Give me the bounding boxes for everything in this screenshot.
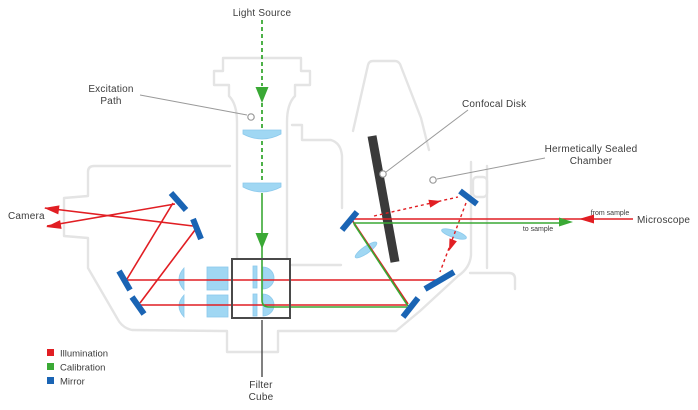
emission-filter-lower bbox=[206, 294, 229, 318]
to-sample-label: to sample bbox=[523, 226, 553, 233]
arrow-head-down-2 bbox=[255, 233, 269, 249]
mirror-camera-1 bbox=[168, 191, 189, 212]
chassis-right-port bbox=[471, 175, 489, 199]
beam-dashed-mirror-to-pinhole bbox=[439, 202, 467, 273]
excitation-lens-lower bbox=[242, 182, 282, 193]
callouts bbox=[139, 94, 546, 377]
filter-cube-label-line1: Filter bbox=[249, 380, 273, 391]
beam-mirror3-to-mirror1 bbox=[126, 202, 174, 280]
chamber-label-line1: Hermetically Sealed bbox=[545, 144, 638, 155]
legend-swatch-illumination bbox=[47, 349, 54, 356]
light-source-label: Light Source bbox=[233, 8, 292, 19]
beam-cube-turn bbox=[261, 246, 407, 308]
calibration-beams bbox=[255, 20, 573, 308]
mirror-pinhole-lower bbox=[423, 269, 456, 292]
leader-dot-confocal bbox=[379, 170, 387, 178]
illumination-beams bbox=[44, 196, 633, 306]
leader-excitation-path bbox=[139, 94, 248, 116]
camera-relay-lens-upper bbox=[178, 266, 185, 292]
arrow-head-to-sample bbox=[559, 217, 573, 227]
confocal-disk-label: Confocal Disk bbox=[462, 99, 527, 110]
filter-cube-box bbox=[231, 258, 291, 319]
dichroic-element-upper bbox=[262, 266, 275, 290]
beam-mirror4-to-mirror2 bbox=[139, 229, 196, 304]
beam-mirror1-to-camera bbox=[46, 203, 176, 227]
excitation-lens-upper bbox=[242, 129, 282, 140]
leader-confocal-disk bbox=[385, 109, 469, 173]
mirror-camera-2 bbox=[190, 217, 204, 241]
chassis-disk-motor-housing bbox=[351, 59, 431, 152]
legend-swatch-mirror bbox=[47, 377, 54, 384]
filter-cube-label-line2: Cube bbox=[249, 392, 274, 403]
pinhole-lens-right bbox=[441, 228, 467, 240]
arrow-head-from-sample bbox=[579, 214, 594, 224]
leader-dot-excitation bbox=[247, 113, 255, 121]
arrow-head-camera-bottom bbox=[46, 220, 62, 229]
legend-label-mirror: Mirror bbox=[60, 377, 85, 388]
relay-lens-diagonal bbox=[354, 241, 378, 259]
emission-filter-upper bbox=[206, 266, 229, 291]
filter-cube-plate-upper bbox=[252, 265, 258, 289]
arrow-head-dashed-up bbox=[428, 199, 441, 208]
camera-label: Camera bbox=[8, 211, 45, 222]
chassis-tube-right-wall bbox=[290, 123, 344, 210]
legend-swatch-calibration bbox=[47, 363, 54, 370]
arrow-head-camera-top bbox=[44, 205, 60, 215]
legend: Illumination Calibration Mirror bbox=[47, 349, 108, 388]
mirror-pinhole-upper bbox=[458, 188, 479, 207]
excitation-path-label-line1: Excitation bbox=[88, 84, 133, 95]
confocal-disk bbox=[367, 135, 400, 263]
chassis-beam-housing bbox=[468, 271, 517, 291]
legend-label-illumination: Illumination bbox=[60, 349, 108, 360]
legend-label-calibration: Calibration bbox=[60, 363, 105, 374]
chamber-label-line2: Chamber bbox=[570, 156, 613, 167]
mirror-lower-fold bbox=[400, 296, 421, 319]
arrow-head-dashed-down bbox=[449, 238, 457, 251]
microscope-label: Microscope bbox=[637, 215, 690, 226]
optics bbox=[178, 129, 467, 319]
excitation-path-label-line2: Path bbox=[100, 96, 121, 107]
leader-chamber bbox=[436, 157, 546, 180]
mirror-relay-3 bbox=[116, 269, 133, 292]
from-sample-label: from sample bbox=[591, 210, 630, 217]
beam-dashed-disk-to-mirror bbox=[373, 196, 459, 217]
camera-relay-lens-lower bbox=[178, 293, 185, 319]
beam-mirror2-to-camera bbox=[44, 207, 194, 227]
leader-dot-chamber bbox=[429, 176, 437, 184]
mirrors bbox=[116, 188, 479, 319]
labels: Light Source Excitation Path Camera Conf… bbox=[8, 8, 690, 403]
beam-diagonal-green bbox=[353, 223, 409, 307]
mirror-relay-4 bbox=[129, 295, 147, 316]
mirror-sample-path bbox=[339, 210, 360, 232]
arrow-head-down-1 bbox=[255, 87, 269, 103]
chassis-main-body bbox=[62, 160, 473, 354]
